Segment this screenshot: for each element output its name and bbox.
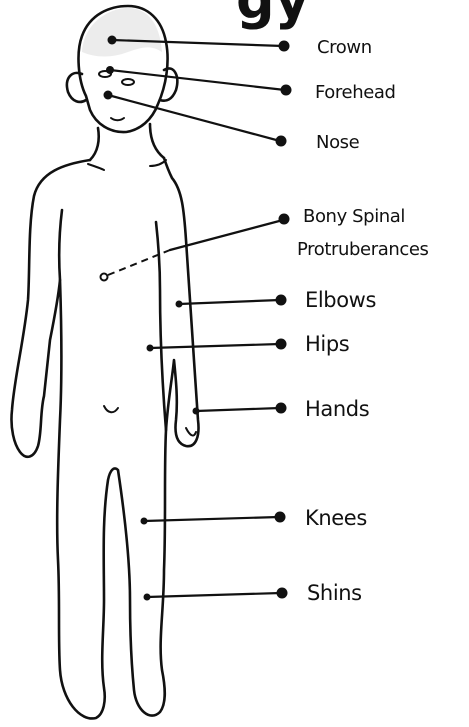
label-spinal-line2: Protruberances [297, 239, 429, 260]
mouth [111, 118, 124, 120]
label-shins: Shins [307, 581, 362, 605]
shins-leader [147, 593, 281, 597]
title-fragment: gy [236, 0, 310, 31]
label-knees: Knees [305, 506, 367, 530]
nose-leader [108, 95, 280, 141]
label-crown: Crown [317, 37, 372, 58]
knees-marker [275, 512, 286, 523]
labels: Crown Forehead Nose Bony Spinal Protrube… [297, 37, 429, 605]
elbows-leader [179, 300, 280, 304]
elbows-marker [276, 295, 287, 306]
label-spinal-line1: Bony Spinal [303, 206, 405, 227]
collarbone-right [150, 160, 166, 166]
hips-marker [276, 339, 287, 350]
body-outline [11, 158, 198, 718]
spinal-marker [279, 214, 290, 225]
label-forehead: Forehead [315, 82, 396, 103]
forehead-leader [110, 70, 285, 90]
hands-leader [196, 408, 280, 411]
label-hands: Hands [305, 397, 369, 421]
label-nose: Nose [316, 132, 360, 153]
right-hand-fingers [186, 428, 196, 435]
label-elbows: Elbows [305, 288, 376, 312]
hands-marker [276, 403, 287, 414]
crown-marker [279, 41, 290, 52]
leaders [101, 36, 292, 601]
neck-left [90, 128, 99, 160]
collarbone-left [88, 164, 104, 170]
hips-leader [150, 344, 280, 348]
hair-shading [82, 8, 162, 57]
forehead-marker [281, 85, 292, 96]
label-hips: Hips [305, 332, 349, 356]
neck-right [150, 124, 164, 158]
left-inner-arm [59, 210, 62, 280]
crotch [104, 406, 118, 412]
human-figure [11, 6, 198, 718]
shins-marker [277, 588, 288, 599]
right-eye [122, 79, 134, 85]
spinal-point [101, 274, 108, 281]
nose-marker [276, 136, 287, 147]
